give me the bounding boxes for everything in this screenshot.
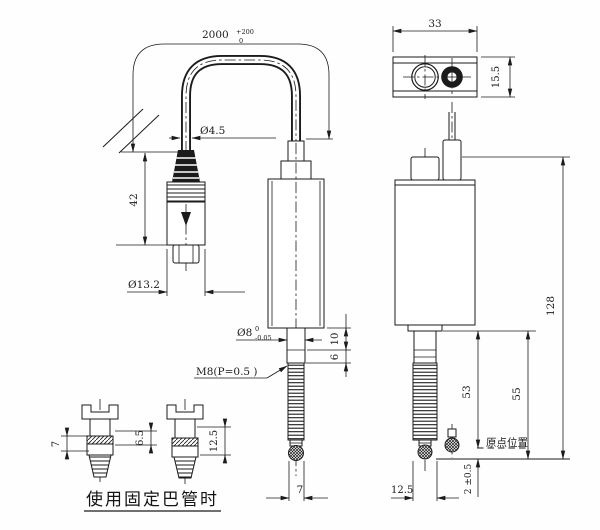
break-mark [118,114,160,154]
dim-travel-to-origin: 53 [461,385,473,398]
dim-clamp-a: 7 [51,441,62,447]
orientation-marker [181,212,191,226]
dim-thread-relief: 6 [330,354,341,360]
probe-ball-tip [288,445,304,461]
dim-origin-offset: 2 ±0.5 [464,464,474,495]
clamp-fitting-left [81,399,119,482]
strain-relief [172,150,200,182]
connector-nose [172,244,200,264]
dim-stem-diameter: Ø8 [237,327,252,339]
dim-stem-tol-lower: -0.05 [255,334,272,342]
dim-shaft-width: 12.5 [391,485,413,496]
dim-tip-width: 7 [297,484,304,496]
probe-front-view: Ø8 0 -0.05 M8(P=0.5 ) 10 6 7 [194,138,351,501]
dim-stem-tol-upper: 0 [255,325,259,333]
shaft [413,330,437,364]
dim-top-height: 15.5 [491,66,502,88]
cable-length-dim-line [132,43,330,152]
cable-entry-boss [442,139,462,181]
dim-top-width: 33 [428,18,441,30]
sensor-body [394,179,476,326]
dim-overall-length: 128 [545,296,557,316]
probe-side-view: 原点位置 53 55 128 2 ±0.5 12.5 [391,102,570,501]
dim-cable-length-tol-upper: +200 [236,28,254,36]
label-origin-position: 原点位置 [486,436,528,449]
cable-connector [166,150,206,271]
dim-travel-total: 55 [511,387,523,400]
probe-thread [287,362,305,441]
dim-stem-length: 10 [330,333,341,346]
fixing-clamp-view: 7 6.5 12.5 使用固定巴管时 [51,399,231,512]
dim-clamp-c: 12.5 [209,430,220,452]
clamp-fitting-right [166,399,204,484]
dim-cable-length: 2000 [202,29,229,41]
socket-large [411,63,439,91]
dim-cable-length-tol-lower: 0 [239,37,243,45]
vent-boss [410,156,440,181]
dim-cable-diameter: Ø4.5 [200,125,225,137]
connector-top-view: 33 15.5 [392,18,515,99]
shaft-flange [407,324,443,332]
probe-stem [286,327,306,364]
clamp-caption: 使用固定巴管时 [86,489,219,510]
spare-tip-detail [444,424,460,458]
shaft-thread [412,362,438,441]
ball-tip [417,444,433,460]
dim-clamp-b: 6.5 [135,430,146,446]
label-thread-spec: M8(P=0.5 ) [196,366,258,378]
cable-assembly-view: 2000 +200 0 Ø4.5 42 [102,28,332,296]
dim-connector-length: 42 [128,193,140,206]
connector-knurl [166,181,206,203]
dim-connector-diameter: Ø13.2 [128,279,160,291]
cable-centerline [185,59,297,152]
break-mark [102,108,144,148]
